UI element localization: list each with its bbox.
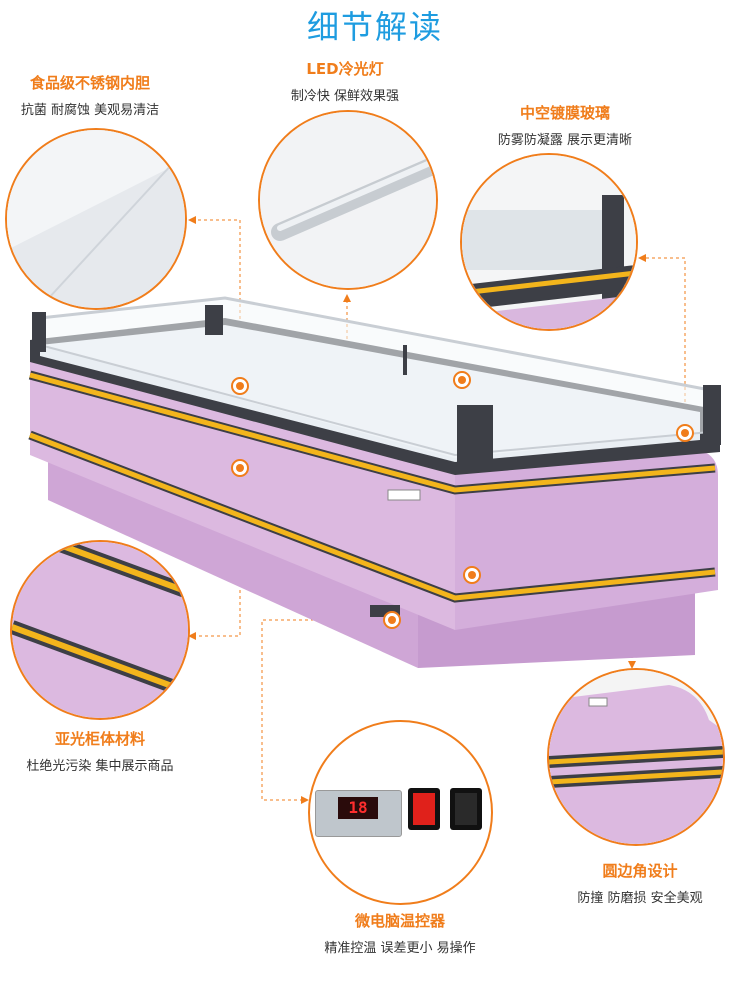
red-rocker-switch	[408, 788, 440, 830]
corner-detail-image	[549, 670, 723, 844]
cabinet-body	[28, 296, 721, 668]
feature-glass: 中空镀膜玻璃 防雾防凝露 展示更清晰	[480, 102, 650, 148]
feature-matte: 亚光柜体材料 杜绝光污染 集中展示商品	[5, 728, 195, 774]
marker-matte[interactable]	[231, 459, 249, 477]
marker-corner[interactable]	[463, 566, 481, 584]
feature-liner-desc: 抗菌 耐腐蚀 美观易清洁	[20, 103, 160, 118]
black-rocker-switch	[450, 788, 482, 830]
feature-matte-title: 亚光柜体材料	[54, 730, 145, 748]
detail-circle-matte	[10, 540, 190, 720]
detail-circle-led	[258, 110, 438, 290]
matte-detail-image	[12, 542, 188, 718]
page-title: 细节解读	[306, 8, 443, 46]
feature-corner-desc: 防撞 防磨损 安全美观	[577, 891, 703, 906]
temperature-controller: 18	[315, 790, 402, 837]
controller-display: 18	[338, 797, 378, 819]
feature-controller-desc: 精准控温 误差更小 易操作	[324, 941, 476, 956]
feature-led: LED冷光灯 制冷快 保鲜效果强	[265, 58, 425, 104]
feature-corner-title: 圆边角设计	[602, 862, 678, 880]
detail-circle-controller: 18	[308, 720, 493, 905]
feature-liner: 食品级不锈钢内胆 抗菌 耐腐蚀 美观易清洁	[10, 72, 170, 118]
connector-arrows	[188, 216, 646, 804]
marker-liner[interactable]	[231, 377, 249, 395]
liner-detail-image	[7, 130, 185, 308]
glass-detail-image	[462, 155, 636, 329]
feature-liner-title: 食品级不锈钢内胆	[29, 74, 150, 92]
feature-controller-title: 微电脑温控器	[354, 912, 445, 930]
feature-led-desc: 制冷快 保鲜效果强	[290, 89, 400, 104]
marker-glass[interactable]	[676, 424, 694, 442]
feature-matte-desc: 杜绝光污染 集中展示商品	[26, 759, 174, 774]
feature-glass-desc: 防雾防凝露 展示更清晰	[497, 133, 633, 148]
led-detail-image	[260, 112, 436, 288]
detail-circle-glass	[460, 153, 638, 331]
feature-glass-title: 中空镀膜玻璃	[519, 104, 610, 122]
marker-led[interactable]	[453, 371, 471, 389]
marker-controller[interactable]	[383, 611, 401, 629]
feature-corner: 圆边角设计 防撞 防磨损 安全美观	[560, 860, 720, 906]
detail-circle-corner	[547, 668, 725, 846]
feature-led-title: LED冷光灯	[306, 60, 384, 78]
detail-circle-liner	[5, 128, 187, 310]
feature-controller: 微电脑温控器 精准控温 误差更小 易操作	[300, 910, 500, 956]
